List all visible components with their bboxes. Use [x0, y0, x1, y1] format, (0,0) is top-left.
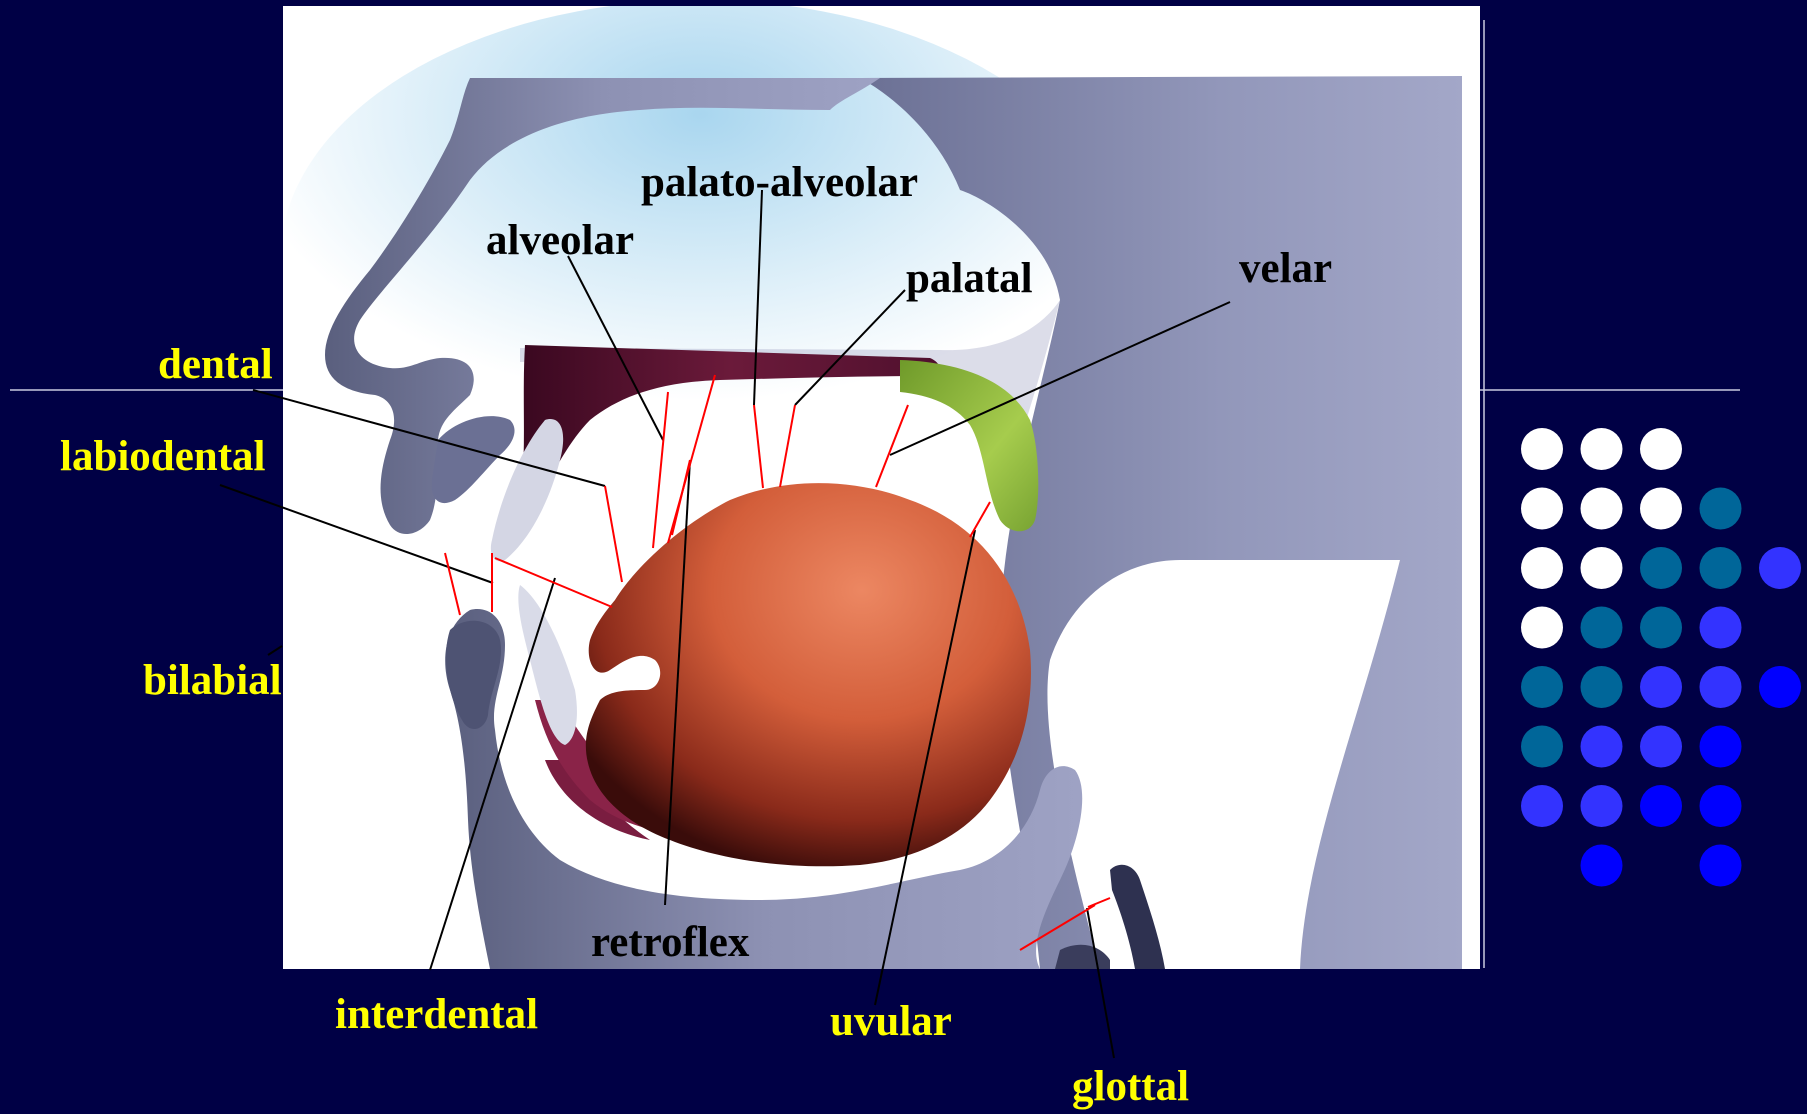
dot-4-2 — [1640, 666, 1682, 708]
dot-2-2 — [1640, 547, 1682, 589]
dot-3-2 — [1640, 607, 1682, 649]
dot-6-3 — [1700, 785, 1742, 827]
label-alveolar: alveolar — [486, 217, 634, 264]
dot-1-2 — [1640, 488, 1682, 530]
dot-0-0 — [1521, 428, 1563, 470]
dot-3-0 — [1521, 607, 1563, 649]
label-labiodental: labiodental — [60, 433, 266, 480]
dot-5-1 — [1581, 726, 1623, 768]
dot-4-3 — [1700, 666, 1742, 708]
dot-5-2 — [1640, 726, 1682, 768]
dot-0-2 — [1640, 428, 1682, 470]
label-palato-alveolar: palato-alveolar — [641, 159, 918, 206]
dot-2-1 — [1581, 547, 1623, 589]
dot-3-3 — [1700, 607, 1742, 649]
dot-0-1 — [1581, 428, 1623, 470]
label-bilabial: bilabial — [143, 657, 282, 704]
dot-4-1 — [1581, 666, 1623, 708]
dot-5-3 — [1700, 726, 1742, 768]
dot-7-1 — [1581, 845, 1623, 887]
label-interdental: interdental — [335, 991, 538, 1038]
dot-2-3 — [1700, 547, 1742, 589]
bilabial-pointer — [268, 646, 282, 655]
dot-1-0 — [1521, 488, 1563, 530]
dot-2-4 — [1759, 547, 1801, 589]
dot-7-3 — [1700, 845, 1742, 887]
dot-4-4 — [1759, 666, 1801, 708]
label-velar: velar — [1239, 245, 1332, 292]
dot-6-0 — [1521, 785, 1563, 827]
dot-6-2 — [1640, 785, 1682, 827]
dot-4-0 — [1521, 666, 1563, 708]
label-uvular: uvular — [830, 998, 952, 1045]
dot-1-1 — [1581, 488, 1623, 530]
dot-grid-icon — [1521, 428, 1801, 887]
label-dental: dental — [158, 341, 273, 388]
dot-6-1 — [1581, 785, 1623, 827]
label-retroflex: retroflex — [591, 919, 750, 966]
dot-3-1 — [1581, 607, 1623, 649]
dot-1-3 — [1700, 488, 1742, 530]
illustration-panel — [280, 0, 1480, 969]
label-palatal: palatal — [906, 255, 1033, 302]
dot-2-0 — [1521, 547, 1563, 589]
dot-5-0 — [1521, 726, 1563, 768]
label-glottal: glottal — [1072, 1063, 1189, 1110]
